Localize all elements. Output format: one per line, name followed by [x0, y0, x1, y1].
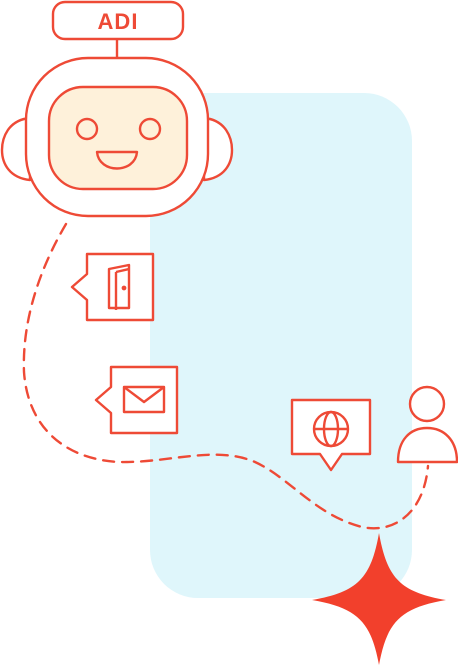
envelope-bubble [94, 365, 179, 435]
door-bubble [70, 252, 155, 322]
globe-bubble [290, 398, 372, 472]
robot-smile [95, 150, 139, 170]
envelope-icon [122, 385, 166, 414]
door-icon [107, 263, 131, 310]
robot-face [47, 85, 189, 191]
right-ear [202, 116, 234, 182]
globe-icon [312, 410, 350, 448]
bot-badge-label: ADI [98, 9, 139, 34]
background-panel [150, 93, 412, 598]
right-eye [138, 117, 162, 141]
robot-mascot-icon [0, 0, 234, 218]
left-ear [0, 116, 32, 182]
sparkle-star-icon [312, 533, 446, 665]
left-eye [75, 117, 99, 141]
user-icon [396, 385, 458, 464]
